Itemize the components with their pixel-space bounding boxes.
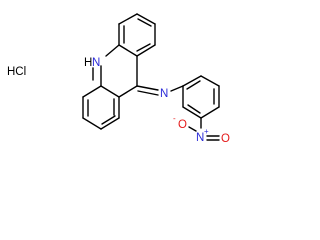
nitro-oxygen-right-label: O bbox=[221, 133, 230, 145]
central-ring bbox=[92, 44, 138, 98]
upper-benzo-ring bbox=[118, 13, 156, 57]
imine-nitrogen-label: N bbox=[160, 88, 168, 100]
nitro-oxygen-top-charge: - bbox=[173, 114, 176, 123]
ring-nitrogen-label: N bbox=[92, 57, 100, 69]
imine-bond bbox=[136, 85, 184, 96]
ring-nh-hydrogen-label: H bbox=[84, 57, 92, 69]
nitro-oxygen-top-label: O bbox=[178, 119, 187, 131]
nitro-nitrogen-charge: + bbox=[204, 127, 209, 136]
nitro-group bbox=[188, 117, 220, 141]
nitro-nitrogen-label: N bbox=[196, 132, 204, 144]
chemical-structure: HCl bbox=[7, 13, 230, 145]
hcl-label: HCl bbox=[7, 66, 26, 78]
nitrophenyl-ring bbox=[182, 75, 220, 119]
lower-benzo-ring bbox=[82, 85, 120, 130]
